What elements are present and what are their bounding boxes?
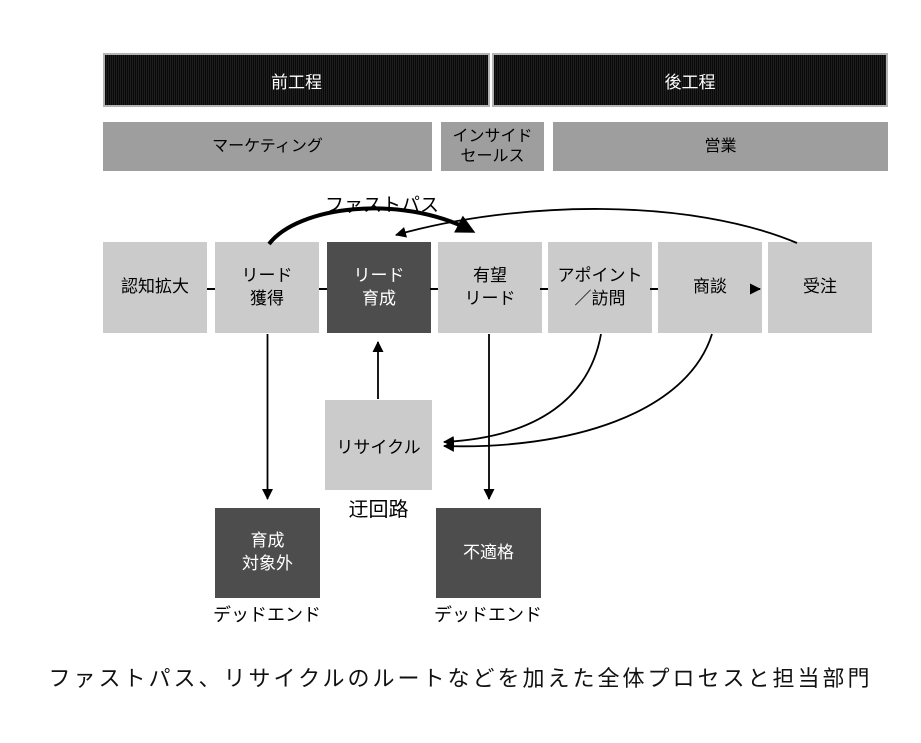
dead-end-box-not-nurtured: 育成 対象外 [215, 508, 320, 598]
stage-box-lead-acquisition: リード 獲得 [215, 242, 319, 333]
marketing-bar: マーケティング [103, 122, 432, 171]
disqualified-label: 不適格 [463, 542, 514, 562]
marketing-label: マーケティング [212, 137, 323, 155]
front-process-label: 前工程 [271, 72, 322, 92]
detour-label: 迂回路 [348, 498, 409, 521]
stage-label-negotiation: 商談 [693, 277, 727, 297]
stage-box-awareness: 認知拡大 [103, 242, 207, 333]
stage-box-appointment-visit: アポイント ／訪問 [548, 242, 652, 333]
stage-label-lead-acquisition: リード 獲得 [241, 265, 293, 308]
front-process-bar: 前工程 [103, 53, 490, 107]
sales-bar: 営業 [553, 122, 888, 171]
stage-box-negotiation: 商談 [658, 242, 762, 333]
order-to-nurturing-arrow [395, 208, 798, 244]
stage-box-order: 受注 [768, 242, 872, 333]
recycle-box: リサイクル [325, 400, 432, 490]
dead-end-label-left: デッドエンド [213, 605, 321, 625]
fast-path-label: ファストパス [324, 194, 439, 216]
recycle-label: リサイクル [336, 437, 421, 457]
inside-sales-label: インサイド セールス [452, 128, 533, 165]
stage-box-qualified-lead: 有望 リード [438, 242, 542, 333]
inside-sales-bar: インサイド セールス [441, 122, 544, 171]
dead-end-label-right: デッドエンド [434, 605, 542, 625]
stage-box-lead-nurturing: リード 育成 [327, 242, 431, 333]
stage-label-lead-nurturing: リード 育成 [353, 265, 405, 308]
stage-label-appointment-visit: アポイント ／訪問 [557, 265, 643, 308]
back-process-bar: 後工程 [492, 53, 888, 107]
stage-label-awareness: 認知拡大 [121, 277, 189, 297]
appointment-to-recycle-arrow [443, 333, 602, 447]
stage-label-qualified-lead: 有望 リード [464, 265, 516, 308]
back-process-label: 後工程 [664, 72, 716, 92]
negotiation-to-recycle-arrow [443, 333, 713, 452]
stage-label-order: 受注 [803, 277, 837, 297]
diagram-caption: ファストパス、リサイクルのルートなどを加えた全体プロセスと担当部門 [48, 666, 873, 691]
not-nurtured-label: 育成 対象外 [242, 531, 293, 573]
dead-end-box-disqualified: 不適格 [436, 508, 541, 598]
sales-label: 営業 [704, 137, 737, 155]
